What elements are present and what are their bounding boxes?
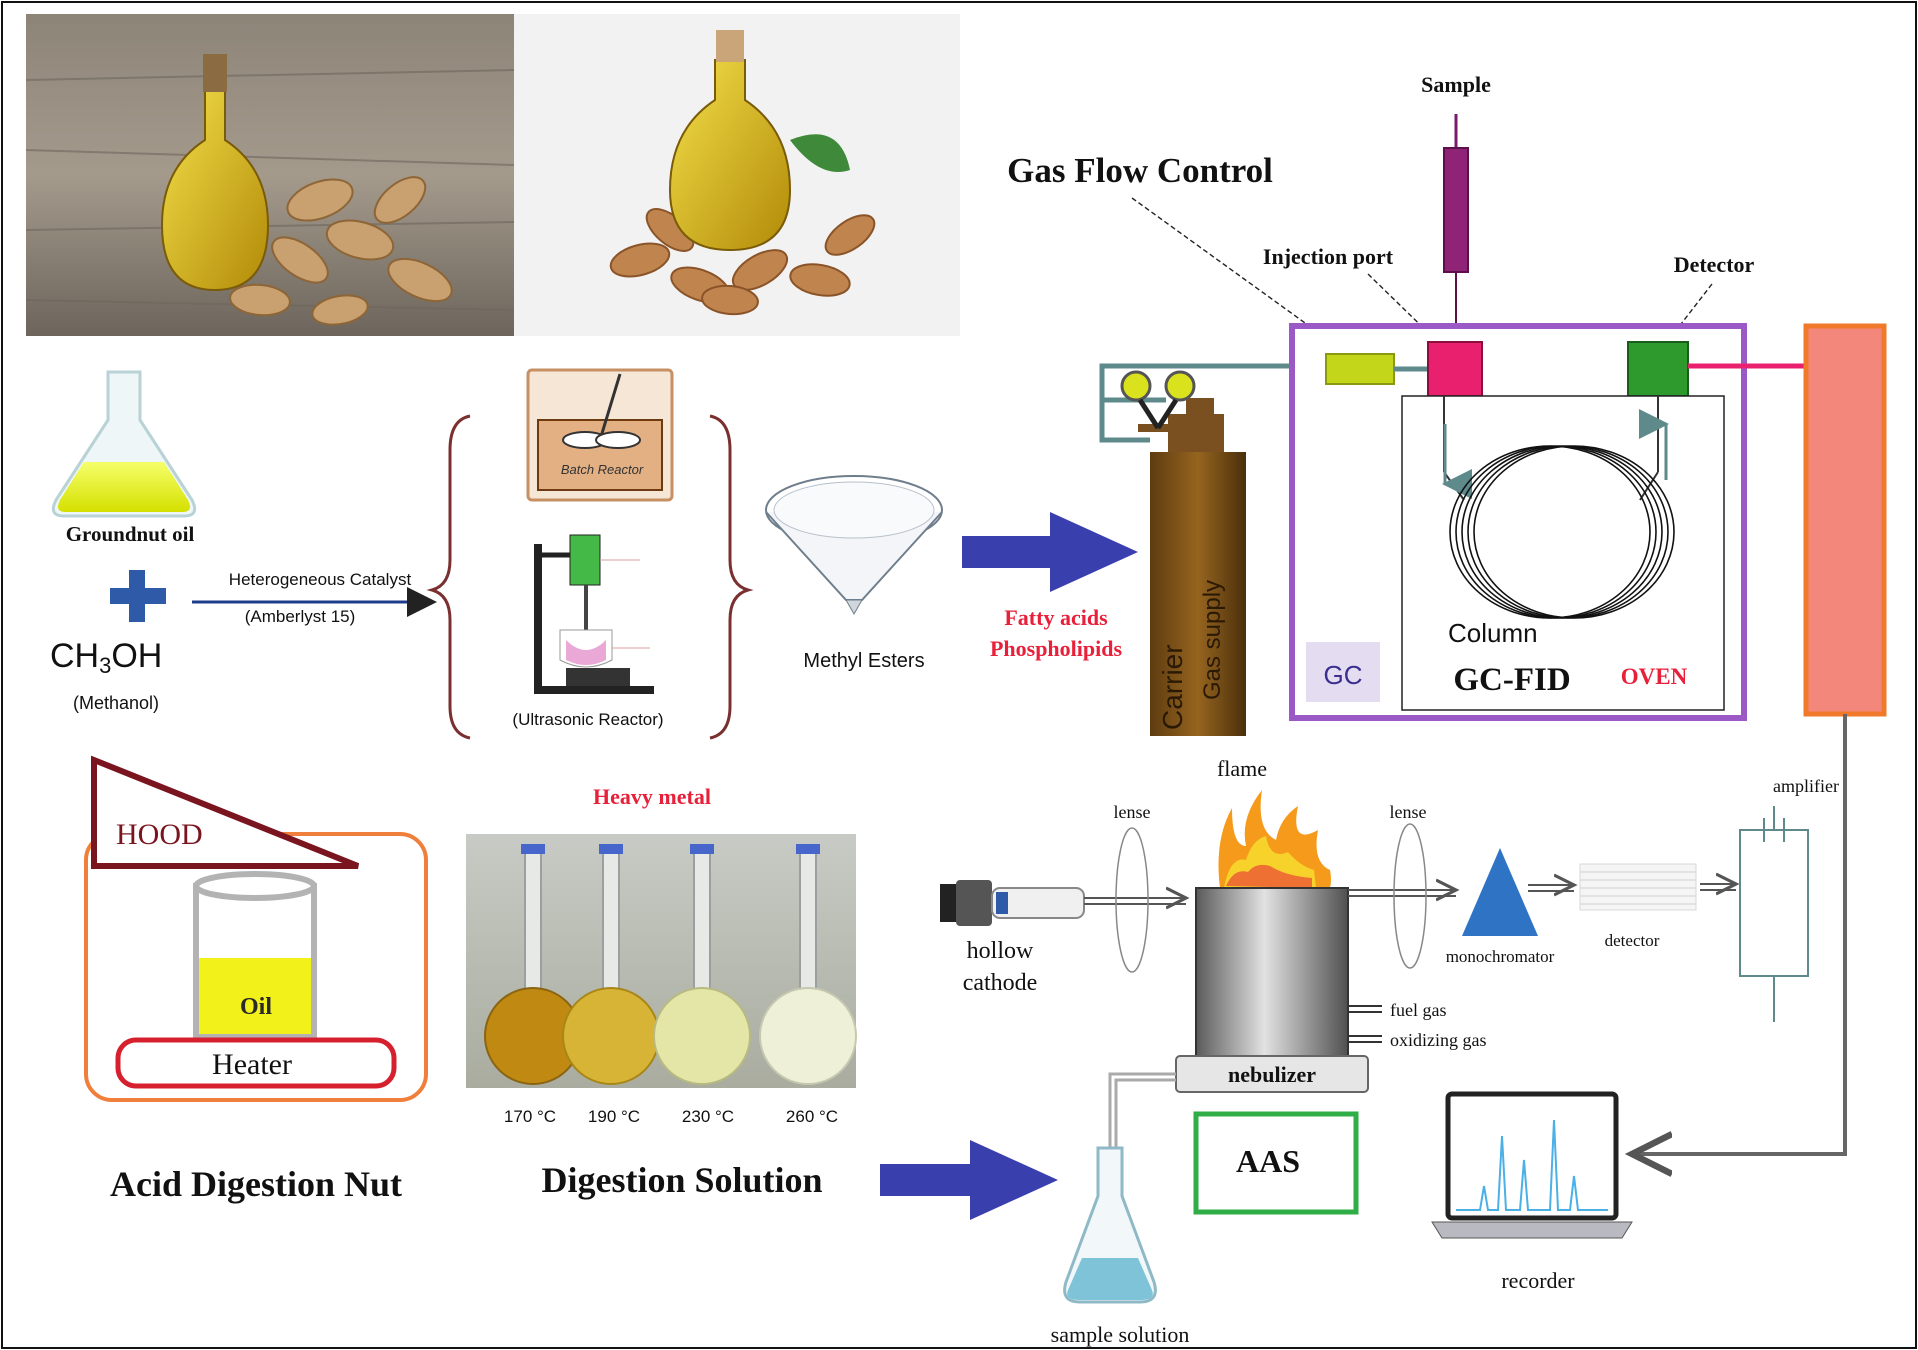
gas-line-lower — [1099, 400, 1150, 443]
nebulizer-tube-2 — [1114, 1078, 1176, 1154]
cathode-label: cathode — [963, 970, 1038, 996]
hollow-label: hollow — [967, 938, 1034, 964]
column-outlet-bend — [1639, 471, 1659, 501]
sample-flask-icon — [1063, 1146, 1157, 1304]
oil-label: Oil — [240, 994, 272, 1020]
digestion-solution-caption: Digestion Solution — [541, 1160, 822, 1200]
fuel-gas-label: fuel gas — [1390, 1000, 1446, 1020]
right-brace — [709, 414, 754, 740]
batch-reactor-label: Batch Reactor — [561, 462, 644, 477]
gas-supply-label: Gas supply — [1199, 580, 1226, 700]
aas-detector-label: detector — [1605, 931, 1660, 950]
amplifier-label: amplifier — [1773, 776, 1839, 796]
heater-icon — [115, 1037, 397, 1089]
groundnut-oil-label: Groundnut oil — [66, 522, 195, 546]
arrow-to-gc — [962, 512, 1138, 592]
oven-label: OVEN — [1621, 664, 1688, 689]
burner-icon — [1195, 887, 1349, 1059]
nebulizer-label: nebulizer — [1228, 1062, 1316, 1087]
methyl-esters-label: Methyl Esters — [803, 650, 924, 672]
aas-detector-icon — [1579, 863, 1697, 911]
injection-port-block — [1427, 341, 1483, 397]
flame-label: flame — [1217, 756, 1267, 781]
monochromator-icon — [1462, 848, 1538, 936]
catalyst-label: Heterogeneous Catalyst — [229, 570, 412, 589]
gc-tag-label: GC — [1324, 660, 1363, 690]
left-brace — [426, 414, 471, 740]
flame-icon — [1218, 790, 1331, 888]
monochromator-label: monochromator — [1446, 947, 1555, 966]
gas-flow-control-label: Gas Flow Control — [1007, 151, 1273, 190]
carrier-gas-cylinder-icon — [1138, 398, 1246, 736]
right-lens-label: lense — [1390, 802, 1427, 822]
temp-label-4: 260 °C — [786, 1107, 838, 1126]
hood-label: HOOD — [116, 818, 203, 851]
gas-inlets-icon — [1348, 1005, 1382, 1043]
acid-digestion-caption: Acid Digestion Nut — [110, 1164, 402, 1204]
gc-fid-label: GC-FID — [1453, 662, 1570, 698]
gas-flow-pointer — [1131, 197, 1350, 355]
catalyst-name-label: (Amberlyst 15) — [245, 607, 356, 626]
injection-port-label: Injection port — [1263, 244, 1394, 269]
heater-label: Heater — [212, 1048, 292, 1081]
aas-box — [1193, 1111, 1359, 1215]
sample-label: Sample — [1421, 72, 1491, 97]
right-lens-icon — [1393, 823, 1427, 969]
peanut-oil-photo-left — [25, 14, 515, 336]
gas-flow-controller-block — [1325, 353, 1395, 385]
recorder-label: recorder — [1501, 1268, 1575, 1293]
ultrasonic-reactor-icon — [534, 534, 654, 694]
plus-icon — [110, 570, 166, 622]
hood-icon — [91, 755, 360, 869]
methanol-name-label: (Methanol) — [73, 693, 159, 713]
column-label: Column — [1448, 618, 1538, 648]
laptop-recorder-icon — [1431, 1091, 1633, 1239]
beaker-icon — [193, 871, 317, 1039]
gc-to-recorder-line — [1632, 714, 1847, 1154]
left-lens-icon — [1115, 827, 1149, 973]
detector-block — [1627, 341, 1689, 397]
separating-funnel-icon — [765, 475, 943, 616]
batch-reactor-icon — [526, 368, 674, 502]
oxidizing-gas-label: oxidizing gas — [1390, 1030, 1487, 1050]
gc-recorder-module — [1803, 323, 1887, 717]
sample-solution-label: sample solution — [1051, 1322, 1190, 1347]
column-coil-icon — [1449, 445, 1675, 619]
pressure-gauges-icon — [1120, 370, 1196, 430]
temp-label-1: 170 °C — [504, 1107, 556, 1126]
arrow-to-aas — [880, 1140, 1058, 1220]
ultrasonic-reactor-label: (Ultrasonic Reactor) — [512, 710, 663, 729]
aas-label: AAS — [1236, 1143, 1300, 1179]
methanol-formula: CH3OH — [50, 637, 162, 678]
sample-syringe-icon — [1443, 147, 1469, 273]
left-lens-label: lense — [1114, 802, 1151, 822]
hollow-cathode-lamp-icon — [940, 880, 1085, 926]
temp-label-3: 230 °C — [682, 1107, 734, 1126]
temp-label-2: 190 °C — [588, 1107, 640, 1126]
peanut-oil-photo-right — [514, 14, 960, 336]
detector-label-gc: Detector — [1674, 252, 1755, 277]
erlenmeyer-flask-icon — [51, 370, 197, 518]
phospholipids-label: Phospholipids — [990, 636, 1123, 661]
digestion-flasks-photo — [466, 834, 857, 1088]
carrier-label: Carrier — [1157, 644, 1188, 730]
nebulizer-tube — [1108, 1072, 1176, 1154]
amplifier-icon — [1739, 806, 1809, 1022]
heavy-metal-label: Heavy metal — [593, 784, 711, 809]
gc-tag-box — [1306, 642, 1380, 702]
fatty-acids-label: Fatty acids — [1004, 605, 1108, 630]
